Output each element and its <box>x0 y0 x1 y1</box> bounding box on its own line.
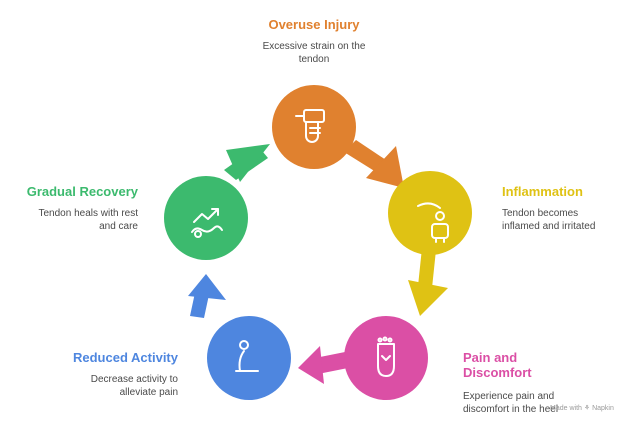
desc-line: Experience pain and <box>463 391 555 402</box>
stage-title-inflammation: Inflammation <box>502 184 583 199</box>
resting-person-icon <box>235 340 259 372</box>
stage-desc-overuse: Excessive strain on the tendon <box>244 40 384 66</box>
recovery-icon <box>191 208 223 238</box>
stage-circle-pain <box>344 316 428 400</box>
stage-title-recovery: Gradual Recovery <box>26 184 138 199</box>
injured-person-icon <box>417 202 449 243</box>
napkin-watermark: Made with ⚘ Napkin <box>550 405 614 412</box>
desc-line: Tendon becomes <box>502 208 579 219</box>
stage-desc-pain: Experience pain and discomfort in the he… <box>463 390 593 416</box>
desc-line: tendon <box>298 54 330 65</box>
arrow-pain-to-reduced <box>298 346 348 384</box>
stage-desc-reduced: Decrease activity to alleviate pain <box>40 373 178 399</box>
stage-title-reduced: Reduced Activity <box>73 350 178 365</box>
stage-desc-recovery: Tendon heals with rest and care <box>10 207 138 233</box>
stage-circle-inflammation <box>388 171 472 255</box>
stage-title-overuse: Overuse Injury <box>268 17 360 32</box>
stage-desc-inflammation: Tendon becomes inflamed and irritated <box>502 207 632 233</box>
arrow-overuse-to-inflammation <box>344 140 404 188</box>
desc-line: Tendon heals with rest <box>38 208 138 219</box>
title-line: Discomfort <box>463 365 532 380</box>
desc-line: inflamed and irritated <box>502 221 596 232</box>
desc-line: alleviate pain <box>119 387 178 398</box>
desc-line: Excessive strain on the <box>262 41 366 52</box>
foot-icon <box>377 336 395 377</box>
arrow-reduced-to-recovery <box>188 274 226 318</box>
hand-wrap-icon <box>295 109 325 143</box>
stage-title-pain: Pain and Discomfort <box>463 350 583 380</box>
desc-line: and care <box>99 221 138 232</box>
stage-circle-reduced <box>207 316 291 400</box>
arrow-inflammation-to-pain <box>408 248 448 316</box>
desc-line: discomfort in the heel <box>463 404 559 415</box>
desc-line: Decrease activity to <box>90 374 178 385</box>
arrow-recovery-to-overuse <box>224 144 270 182</box>
title-line: Pain and <box>463 350 518 365</box>
